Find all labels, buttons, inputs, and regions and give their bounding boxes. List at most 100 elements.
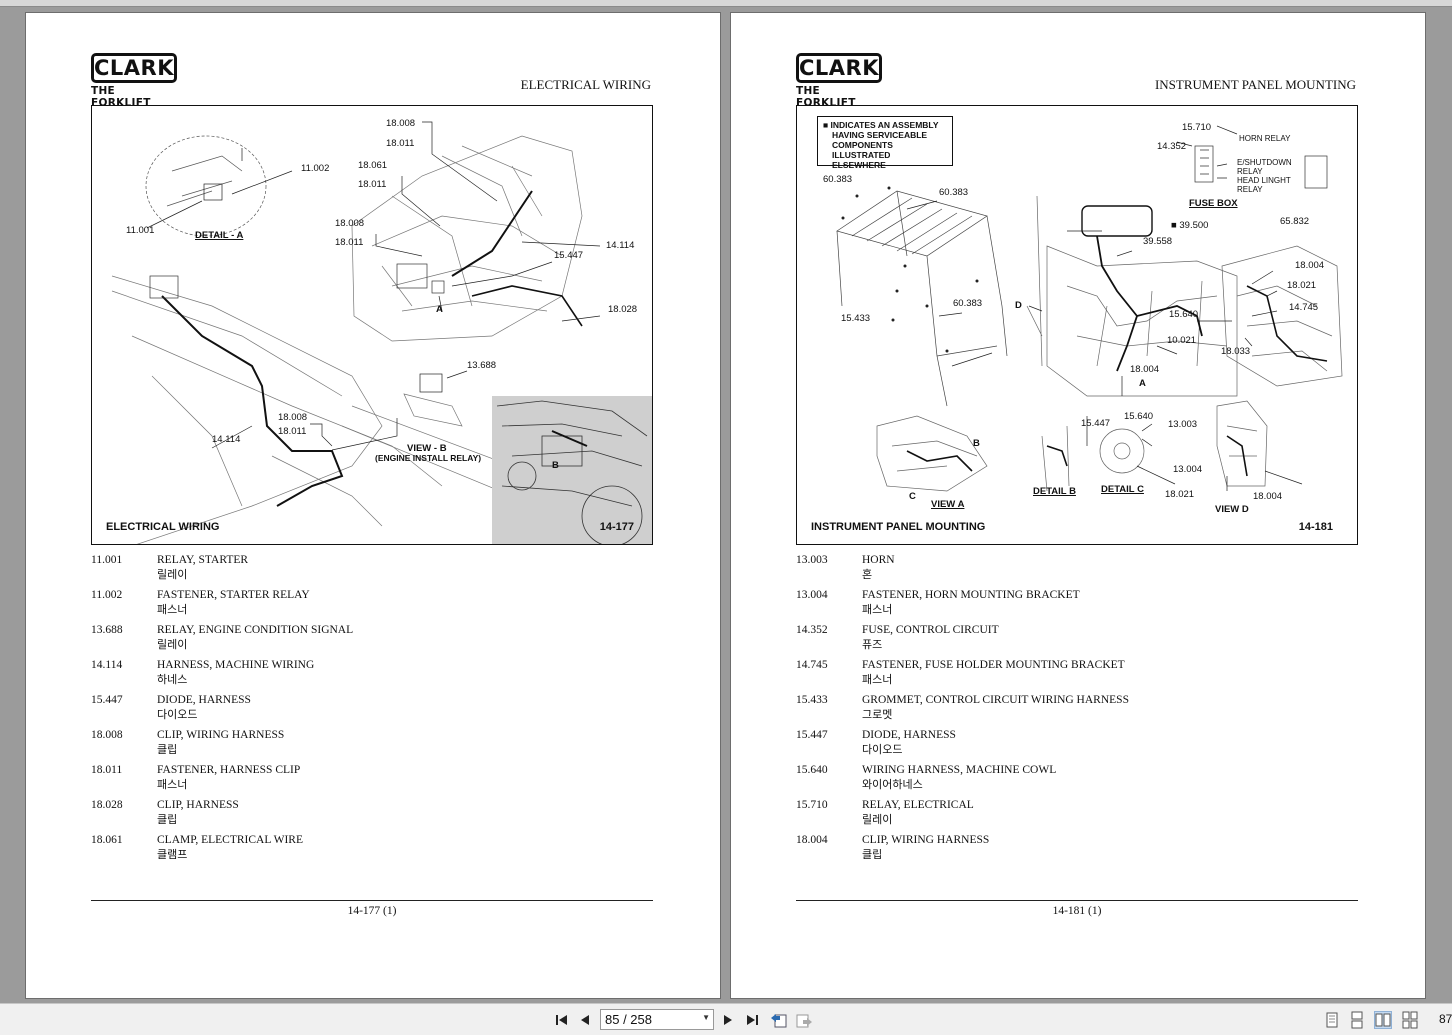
callout-a: A [1139, 378, 1146, 389]
callout-14-114b: 14.114 [212, 434, 241, 445]
viewer-top-strip [0, 0, 1452, 7]
page-number-field[interactable]: 85 / 258 ▼ [600, 1009, 714, 1030]
figure-number: 14-177 [599, 521, 634, 533]
callout-60-383: 60.383 [823, 174, 853, 185]
callout-eshutdown: E/SHUTDOWN [1237, 158, 1292, 167]
callout-39-558: 39.558 [1143, 236, 1173, 247]
part-description: FUSE, CONTROL CIRCUIT [862, 624, 999, 636]
assembly-note: ■ INDICATES AN ASSEMBLY HAVING SERVICEAB… [817, 116, 953, 170]
part-number: 15.640 [796, 764, 828, 776]
callout-c: C [909, 491, 916, 502]
part-number: 13.688 [91, 624, 123, 636]
callout-15-447: 15.447 [554, 250, 584, 261]
callout-head-light: HEAD LINGHT [1237, 176, 1291, 185]
callout-18-061: 18.061 [358, 160, 388, 171]
part-description: DIODE, HARNESS [157, 694, 251, 706]
part-korean: 릴레이 [157, 638, 188, 651]
callout-18-004b: 18.004 [1295, 260, 1325, 271]
part-number: 15.433 [796, 694, 828, 706]
two-page-continuous-view-icon[interactable] [1401, 1011, 1419, 1029]
logo-tagline: THE FORKLIFT [91, 85, 151, 109]
note-line: ELSEWHERE [832, 160, 886, 170]
continuous-view-icon[interactable] [1348, 1011, 1366, 1029]
part-description: DIODE, HARNESS [862, 729, 956, 741]
callout-18-011: 18.011 [386, 138, 415, 149]
page-heading: ELECTRICAL WIRING [520, 77, 651, 92]
previous-page-icon[interactable] [576, 1011, 594, 1029]
part-description: WIRING HARNESS, MACHINE COWL [862, 764, 1057, 776]
wiring-figure: 18.008 18.011 18.061 18.011 11.002 11.00… [91, 105, 653, 545]
part-description: HARNESS, MACHINE WIRING [157, 659, 315, 671]
document-page-right: CLARK THE FORKLIFT INSTRUMENT PANEL MOUN… [730, 12, 1426, 999]
detail-a-label: DETAIL - A [195, 230, 244, 241]
callout-18-021b: 18.021 [1165, 489, 1195, 500]
single-page-view-icon[interactable] [1323, 1011, 1341, 1029]
part-korean: 릴레이 [157, 568, 188, 581]
part-description: FASTENER, HARNESS CLIP [157, 764, 301, 776]
part-description: RELAY, STARTER [157, 554, 249, 566]
part-number: 11.002 [91, 589, 123, 601]
clark-logo: CLARK THE FORKLIFT [796, 53, 882, 109]
page-footer: 14-181 (1) [1052, 905, 1102, 917]
callout-13-003: 13.003 [1168, 419, 1198, 430]
part-description: HORN [862, 554, 895, 566]
document-page-left: CLARK THE FORKLIFT ELECTRICAL WIRING [25, 12, 721, 999]
callout-18-021: 18.021 [1287, 280, 1317, 291]
part-number: 14.352 [796, 624, 828, 636]
callout-10-021: 10.021 [1167, 335, 1197, 346]
two-page-view-icon[interactable] [1374, 1011, 1392, 1029]
part-korean: 다이오드 [862, 743, 903, 756]
last-page-icon[interactable] [743, 1011, 761, 1029]
footer-divider [796, 900, 1358, 901]
go-forward-view-icon[interactable] [795, 1011, 813, 1029]
part-number: 18.011 [91, 764, 123, 776]
callout-13-004: 13.004 [1173, 464, 1203, 475]
callout-60-383b: 60.383 [939, 187, 969, 198]
list-item: 14.745 FASTENER, FUSE HOLDER MOUNTING BRA… [796, 658, 1296, 693]
chevron-down-icon[interactable]: ▼ [702, 1013, 710, 1022]
first-page-icon[interactable] [553, 1011, 571, 1029]
callout-39-500: ■ 39.500 [1171, 220, 1209, 231]
part-description: FASTENER, FUSE HOLDER MOUNTING BRACKET [862, 659, 1125, 671]
view-d-label: VIEW D [1215, 504, 1249, 515]
view-b-label: VIEW - B [407, 443, 447, 454]
callout-15-640: 15.640 [1169, 309, 1199, 320]
part-korean: 패스너 [862, 673, 893, 686]
page-heading: INSTRUMENT PANEL MOUNTING [1154, 77, 1356, 92]
figure-number: 14-181 [1298, 521, 1333, 533]
part-number: 18.008 [91, 729, 123, 741]
logo-brand: CLARK [91, 53, 177, 83]
viewer-toolbar: 85 / 258 ▼ 87 [0, 1003, 1452, 1035]
part-korean: 클램프 [157, 848, 188, 861]
callout-b: B [973, 438, 980, 449]
callout-relay: RELAY [1237, 167, 1263, 176]
zoom-level[interactable]: 87 [1439, 1012, 1452, 1026]
callout-15-710: 15.710 [1182, 122, 1212, 133]
part-number: 18.028 [91, 799, 123, 811]
callout-18-011b: 18.011 [358, 179, 387, 190]
part-number: 13.004 [796, 589, 828, 601]
part-number: 14.745 [796, 659, 828, 671]
part-description: FASTENER, STARTER RELAY [157, 589, 310, 601]
callout-11-002: 11.002 [301, 163, 330, 174]
note-line: HAVING SERVICEABLE [832, 130, 928, 140]
part-korean: 와이어하네스 [862, 778, 923, 791]
callout-d: D [1015, 300, 1022, 311]
part-korean: 다이오드 [157, 708, 198, 721]
part-number: 15.710 [796, 799, 828, 811]
go-back-view-icon[interactable] [770, 1011, 788, 1029]
callout-15-433: 15.433 [841, 313, 871, 324]
part-number: 14.114 [91, 659, 123, 671]
next-page-icon[interactable] [719, 1011, 737, 1029]
callout-13-688: 13.688 [467, 360, 497, 371]
callout-18-008b: 18.008 [335, 218, 365, 229]
